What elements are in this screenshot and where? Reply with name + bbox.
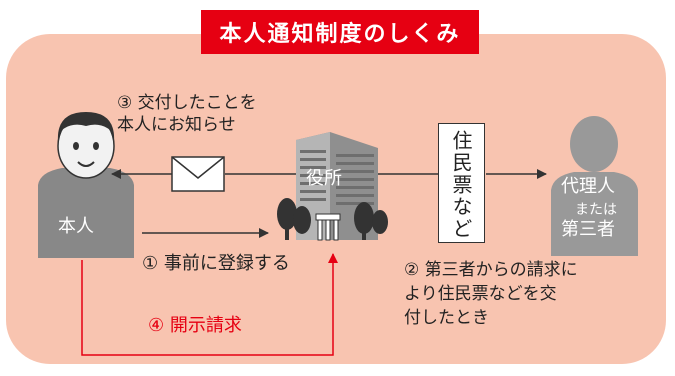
- document-label: 住民票など: [449, 130, 473, 240]
- step2-text: ② 第三者からの請求に より住民票などを交 付したとき: [404, 260, 578, 328]
- proxy-label-2: または: [575, 202, 617, 218]
- step3-text: ③ 交付したことを 本人にお知らせ: [117, 93, 257, 135]
- step1-text: ① 事前に登録する: [142, 253, 290, 274]
- step4-text: ④ 開示請求: [148, 315, 242, 336]
- person-icon: [38, 112, 134, 258]
- building-icon: [277, 132, 388, 241]
- envelope-icon: [171, 156, 225, 192]
- document-box: 住民票など: [438, 123, 485, 243]
- proxy-label-3: 第三者: [561, 219, 615, 240]
- proxy-person-icon: [551, 116, 638, 256]
- building-label: 役所: [306, 168, 342, 189]
- proxy-label-1: 代理人: [561, 176, 615, 197]
- person-label: 本人: [58, 216, 94, 237]
- title-text: 本人通知制度のしくみ: [219, 22, 461, 47]
- arrow-disclosure-request: [81, 253, 338, 356]
- title-banner: 本人通知制度のしくみ: [201, 10, 479, 54]
